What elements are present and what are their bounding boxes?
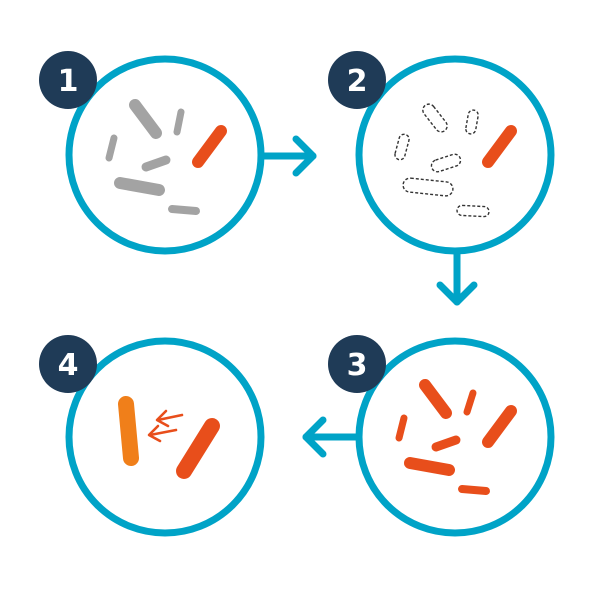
bacterium-resistant [482,405,517,448]
bacterium-dead-outline [402,177,454,197]
step-1-badge: 1 [39,51,97,109]
bacterium-gray [129,99,162,139]
bacterium-gray [105,134,118,162]
bacterium-resistant [463,389,477,416]
bacterium-resistant [431,435,461,452]
bacterium-resistant [419,379,452,419]
step-2-circle [355,55,555,255]
step-2-badge: 2 [328,51,386,109]
arrow-right-icon [259,135,317,177]
bacterium-resistant [404,457,455,476]
step-3 [355,337,555,537]
bacterium-resistant [395,414,408,442]
step-1-number: 1 [58,64,79,99]
step-1 [65,55,265,255]
bacterium-resistant [192,125,227,168]
double-arrow-icon [147,409,184,443]
step-4-badge: 4 [39,335,97,393]
step-3-badge: 3 [328,335,386,393]
step-4-circle [65,337,265,537]
step-4 [65,337,265,537]
step-3-bacteria [395,379,517,495]
step-4-number: 4 [58,348,79,383]
bacterium-dead-outline [456,204,490,218]
step-2 [355,55,555,255]
step-3-number: 3 [347,348,368,383]
step-1-circle [65,55,265,255]
bacterium-gray [168,205,200,215]
bacterium-dead-outline [430,153,462,173]
bacterium-recipient [118,396,139,466]
bacterium-gray [141,155,171,172]
bacterium-gray [114,177,165,196]
bacterium-resistant [176,418,220,479]
step-2-number: 2 [347,64,368,99]
bacterium-resistant [458,485,490,495]
flow-arrow-3-to-4 [302,416,360,458]
flow-arrow-1-to-2 [259,135,317,177]
bacterium-gray [173,108,185,136]
step-1-bacteria [105,99,227,215]
bacterium-dead-outline [465,109,479,135]
arrow-down-icon [436,249,478,306]
bacterium-resistant [482,125,517,168]
arrow-left-icon [302,416,360,458]
flow-arrow-2-to-3 [436,249,478,306]
